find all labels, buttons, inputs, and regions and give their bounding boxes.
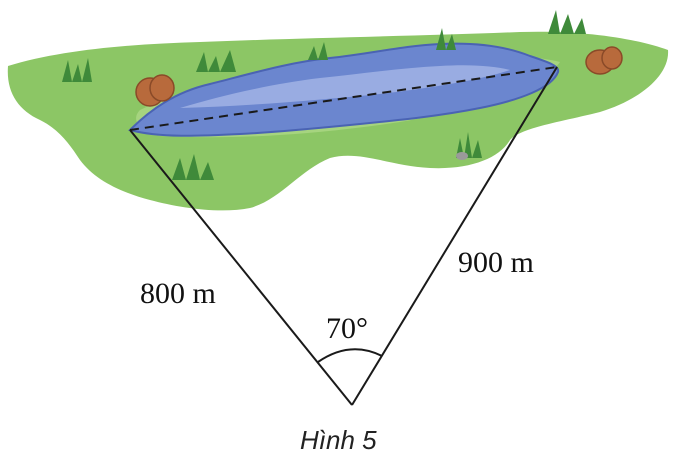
rock-icon <box>135 74 175 107</box>
grass-tuft-icon <box>196 50 236 72</box>
figure-caption: Hình 5 <box>300 425 377 455</box>
rock-icon <box>585 46 623 75</box>
pebble-icon <box>456 152 468 160</box>
lake-width-dashed-line <box>129 66 558 131</box>
angle-label: 70° <box>326 312 368 345</box>
grass-tuft-icon <box>62 58 92 82</box>
grass-tuft-icon <box>308 42 328 60</box>
angle-arc <box>317 348 383 363</box>
grass-tuft-icon <box>548 10 586 34</box>
side-left-label: 800 m <box>140 277 216 310</box>
side-right-line <box>351 66 558 406</box>
side-right-label: 900 m <box>458 246 534 279</box>
grass-tuft-icon <box>172 154 214 180</box>
grass-tuft-icon <box>456 132 482 158</box>
grass-tuft-icon <box>436 28 456 50</box>
side-left-line <box>129 129 353 406</box>
lake-highlight <box>180 65 510 108</box>
